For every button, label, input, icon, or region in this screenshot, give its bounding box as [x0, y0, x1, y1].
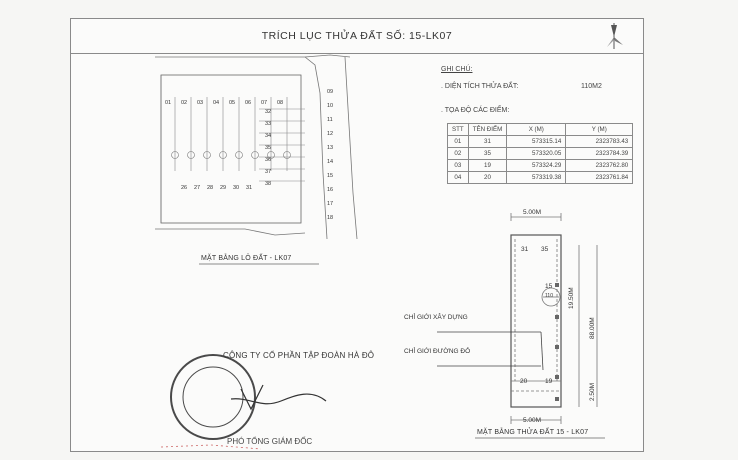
table-cell: 03 [447, 159, 469, 172]
map-lot-number: 34 [265, 133, 271, 139]
table-row: 03 19 573324.29 2323762.80 [447, 159, 634, 172]
inner-length-label: 19.50M [568, 287, 575, 309]
map-lot-number: 35 [265, 145, 271, 151]
outer-length-label: 88.00M [589, 317, 596, 339]
table-cell: 573320.05 [506, 147, 567, 160]
table-cell: 31 [467, 135, 508, 148]
lot-area: 110 [545, 293, 553, 299]
map-lot-number: 03 [197, 100, 203, 106]
map-lot-number: 04 [213, 100, 219, 106]
map-lot-number: 05 [229, 100, 235, 106]
lot-marker [283, 151, 291, 159]
table-cell: 573324.29 [506, 159, 567, 172]
caption-underline [199, 263, 319, 265]
lot-number: 15 [545, 283, 553, 290]
company-name: CÔNG TY CỔ PHẦN TẬP ĐOÀN HÀ ĐÔ [223, 351, 375, 360]
signature-block: CÔNG TY CỔ PHẦN TẬP ĐOÀN HÀ ĐÔ PHÓ TỔNG … [151, 349, 391, 453]
document-title: TRÍCH LỤC THỬA ĐẤT SỐ: 15-LK07 [261, 30, 453, 42]
map-lot-number: 37 [265, 169, 271, 175]
map-lot-number: 27 [194, 185, 200, 191]
table-cell: 02 [447, 147, 469, 160]
block-map: 0102030405060708091011121314151617182524… [155, 54, 358, 240]
lot-marker [251, 151, 259, 159]
map-lot-number: 08 [277, 100, 283, 106]
road-line-label: CHỈ GIỚI ĐƯỜNG ĐỎ [404, 348, 471, 355]
area-label: . DIỆN TÍCH THỬA ĐẤT: [441, 83, 519, 90]
table-cell: 20 [467, 171, 508, 184]
coords-heading: . TỌA ĐỘ CÁC ĐIỂM: [441, 107, 510, 114]
map-lot-number: 14 [327, 159, 333, 165]
map-lot-number: 28 [207, 185, 213, 191]
lot-marker [203, 151, 211, 159]
map-lot-number: 18 [327, 215, 333, 221]
lot-caption-underline [475, 437, 605, 439]
table-cell: 35 [467, 147, 508, 160]
map-lot-number: 11 [327, 117, 333, 123]
width-top-label: 5.00M [523, 209, 542, 216]
signatory-role: PHÓ TỔNG GIÁM ĐỐC [227, 437, 313, 446]
table-cell: 2323762.80 [565, 159, 634, 172]
map-lot-number: 06 [245, 100, 251, 106]
setback-label: 2.50M [589, 382, 596, 401]
company-stamp [160, 354, 327, 450]
table-cell: 2323783.43 [565, 135, 634, 148]
map-lot-number: 09 [327, 89, 333, 95]
table-cell: 573319.38 [506, 171, 567, 184]
title-bar: TRÍCH LỤC THỬA ĐẤT SỐ: 15-LK07 [71, 19, 643, 54]
map-lot-number: 17 [327, 201, 333, 207]
table-row: 02 35 573320.05 2323784.39 [447, 147, 634, 160]
coordinates-table: STT TÊN ĐIỂM X (M) Y (M) 01 31 573315.14… [447, 123, 634, 184]
table-cell: 01 [447, 135, 469, 148]
lot-marker [219, 151, 227, 159]
map-lot-number: 12 [327, 131, 333, 137]
table-header-row: STT TÊN ĐIỂM X (M) Y (M) [447, 123, 634, 136]
table-cell: 04 [447, 171, 469, 184]
notes-heading: GHI CHÚ: [441, 66, 473, 73]
lot-plan [437, 213, 598, 424]
map-lot-number: 02 [181, 100, 187, 106]
table-header: X (M) [506, 123, 567, 136]
map-lot-number: 32 [265, 109, 271, 115]
map-lot-number: 15 [327, 173, 333, 179]
lot-marker [171, 151, 179, 159]
corner-35-label: 35 [541, 246, 549, 253]
map-lot-number: 01 [165, 100, 171, 106]
table-cell: 573315.14 [506, 135, 567, 148]
map-lot-number: 38 [265, 181, 271, 187]
map-lot-number: 13 [327, 145, 333, 151]
map-lot-number: 26 [181, 185, 187, 191]
map-lot-number: 07 [261, 100, 267, 106]
table-row: 04 20 573319.38 2323761.84 [447, 171, 634, 184]
table-header: Y (M) [565, 123, 634, 136]
map-lot-number: 33 [265, 121, 271, 127]
map-lot-number: 10 [327, 103, 333, 109]
lot-marker [235, 151, 243, 159]
table-cell: 19 [467, 159, 508, 172]
area-value: 110M2 [581, 83, 602, 90]
table-cell: 2323761.84 [565, 171, 634, 184]
width-bottom-label: 5.00M [523, 417, 542, 424]
corner-19-label: 19 [545, 378, 553, 385]
corner-20-label: 20 [520, 378, 528, 385]
map-lot-number: 16 [327, 187, 333, 193]
map-lot-number: 31 [246, 185, 252, 191]
corner-31-label: 31 [521, 246, 529, 253]
block-map-caption: MẶT BẰNG LÔ ĐẤT - LK07 [201, 255, 292, 262]
lot-plan-caption: MẶT BẰNG THỬA ĐẤT 15 - LK07 [477, 429, 589, 436]
lot-marker [187, 151, 195, 159]
table-header: TÊN ĐIỂM [467, 123, 508, 136]
table-cell: 2323784.39 [565, 147, 634, 160]
table-header: STT [447, 123, 469, 136]
map-lot-number: 30 [233, 185, 239, 191]
map-lot-number: 29 [220, 185, 226, 191]
map-lot-number: 36 [265, 157, 271, 163]
building-line-label: CHỈ GIỚI XÂY DỰNG [404, 314, 468, 321]
north-arrow-icon [607, 23, 623, 49]
lot-marker [267, 151, 275, 159]
table-row: 01 31 573315.14 2323783.43 [447, 135, 634, 148]
